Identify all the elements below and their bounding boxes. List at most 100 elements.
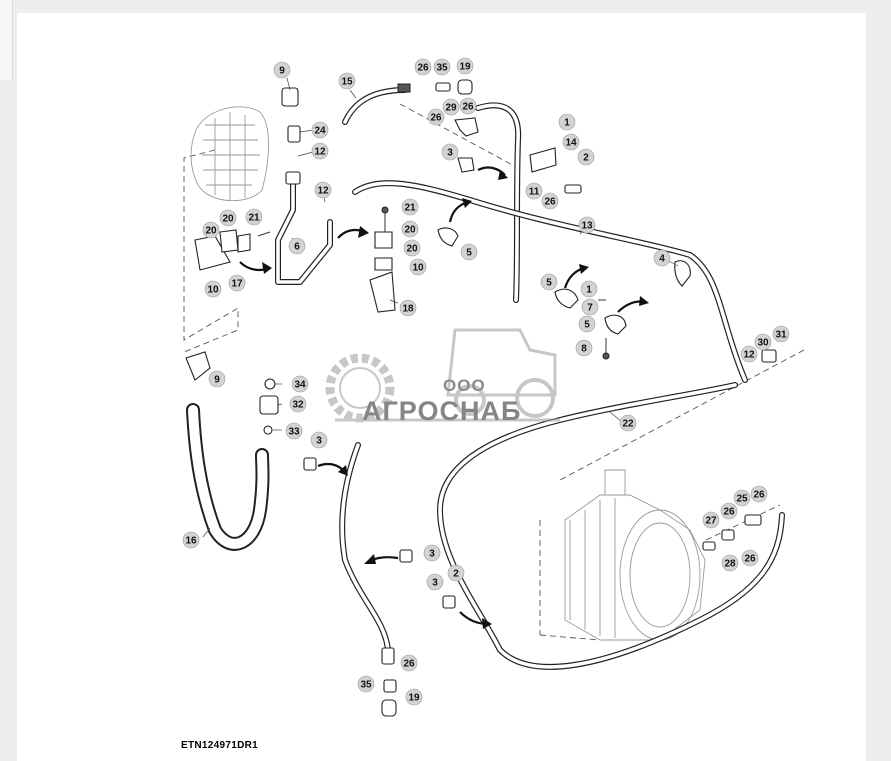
nut-24 [287, 125, 301, 143]
callout-5: 5 [578, 315, 596, 333]
callout-label: 2 [583, 153, 589, 164]
callout-label: 10 [412, 263, 424, 274]
callout-label: 1 [564, 118, 570, 129]
callout-20: 20 [202, 221, 220, 239]
callout-label: 22 [622, 419, 634, 430]
callout-label: 29 [445, 103, 457, 114]
callout-label: 19 [459, 62, 471, 73]
bracket-18 [369, 271, 396, 313]
callout-label: 26 [462, 102, 474, 113]
callout-5: 5 [540, 273, 558, 291]
callout-label: 3 [447, 148, 453, 159]
clamp-3-bottom [442, 595, 456, 609]
callout-label: 6 [294, 242, 300, 253]
adapter-35-top [435, 82, 451, 92]
callout-6: 6 [288, 237, 306, 255]
callout-26: 26 [541, 192, 559, 210]
callout-9: 9 [208, 370, 226, 388]
callout-label: 26 [544, 197, 556, 208]
callout-label: 5 [546, 278, 552, 289]
bolts [257, 206, 610, 360]
callout-label: 24 [314, 126, 326, 137]
callout-label: 21 [404, 203, 416, 214]
clamp-5-top [437, 227, 459, 247]
callout-label: 26 [753, 490, 765, 501]
callout-26: 26 [414, 58, 432, 76]
callout-label: 35 [436, 63, 448, 74]
callout-9: 9 [273, 61, 291, 79]
callout-label: 15 [341, 77, 353, 88]
clamp-3-top [457, 157, 475, 173]
callout-19: 19 [405, 688, 423, 706]
callout-4: 4 [653, 249, 671, 267]
callout-24: 24 [311, 121, 329, 139]
callout-label: 21 [248, 213, 260, 224]
assembly-boundaries [183, 103, 805, 641]
callout-label: 5 [466, 248, 472, 259]
clamp-3-left [303, 457, 317, 471]
tee-fitting-29 [454, 117, 479, 137]
callout-16: 16 [182, 531, 200, 549]
callout-label: 12 [314, 147, 326, 158]
callout-12: 12 [311, 142, 329, 160]
callout-label: 12 [743, 350, 755, 361]
callout-21: 21 [401, 198, 419, 216]
cap-19-bottom [381, 699, 397, 717]
hoses [186, 87, 785, 670]
callout-label: 5 [584, 320, 590, 331]
watermark-brand-text: АГРОСНАБ [362, 396, 522, 426]
callout-31: 31 [772, 325, 790, 343]
callout-label: 30 [757, 338, 769, 349]
callout-20: 20 [401, 220, 419, 238]
callout-label: 20 [406, 244, 418, 255]
callout-10: 10 [409, 258, 427, 276]
callout-33: 33 [285, 422, 303, 440]
callout-26: 26 [459, 97, 477, 115]
callout-label: 19 [408, 693, 420, 704]
watermark-small-text: ООО [443, 376, 486, 395]
callout-1: 1 [580, 280, 598, 298]
callout-30: 30 [754, 333, 772, 351]
hose-end-lower [381, 647, 395, 665]
callout-26: 26 [720, 502, 738, 520]
callout-label: 14 [565, 138, 577, 149]
clamp-20-left [219, 229, 239, 253]
clamp-20-center-top [374, 231, 393, 249]
callout-label: 8 [581, 344, 587, 355]
o-ring-33 [263, 425, 273, 435]
callout-label: 35 [360, 680, 372, 691]
callout-label: 26 [417, 63, 429, 74]
callout-2: 2 [577, 148, 595, 166]
sidebar-edge [0, 0, 13, 80]
callout-label: 4 [659, 254, 665, 265]
callout-20: 20 [403, 239, 421, 257]
leader-lines [202, 77, 679, 538]
fitting-27 [721, 529, 735, 541]
callout-label: 2 [453, 569, 459, 580]
hose-end-15 [397, 83, 411, 93]
callout-label: 3 [316, 436, 322, 447]
cap-19-top [457, 79, 473, 95]
o-ring-34 [264, 378, 276, 390]
adapter-32 [259, 395, 279, 415]
callout-label: 28 [724, 559, 736, 570]
callout-18: 18 [399, 299, 417, 317]
callout-label: 9 [214, 375, 220, 386]
callout-32: 32 [289, 395, 307, 413]
callout-21: 21 [245, 208, 263, 226]
callout-label: 20 [205, 226, 217, 237]
callout-17: 17 [228, 274, 246, 292]
callout-14: 14 [562, 133, 580, 151]
callout-label: 9 [279, 66, 285, 77]
callout-label: 1 [586, 285, 592, 296]
callout-label: 34 [294, 380, 306, 391]
callout-label: 10 [207, 285, 219, 296]
callout-35: 35 [357, 675, 375, 693]
callout-10: 10 [204, 280, 222, 298]
callout-1: 1 [558, 113, 576, 131]
clamp-20-right [237, 233, 251, 253]
callout-12: 12 [314, 181, 332, 199]
callout-28: 28 [721, 554, 739, 572]
